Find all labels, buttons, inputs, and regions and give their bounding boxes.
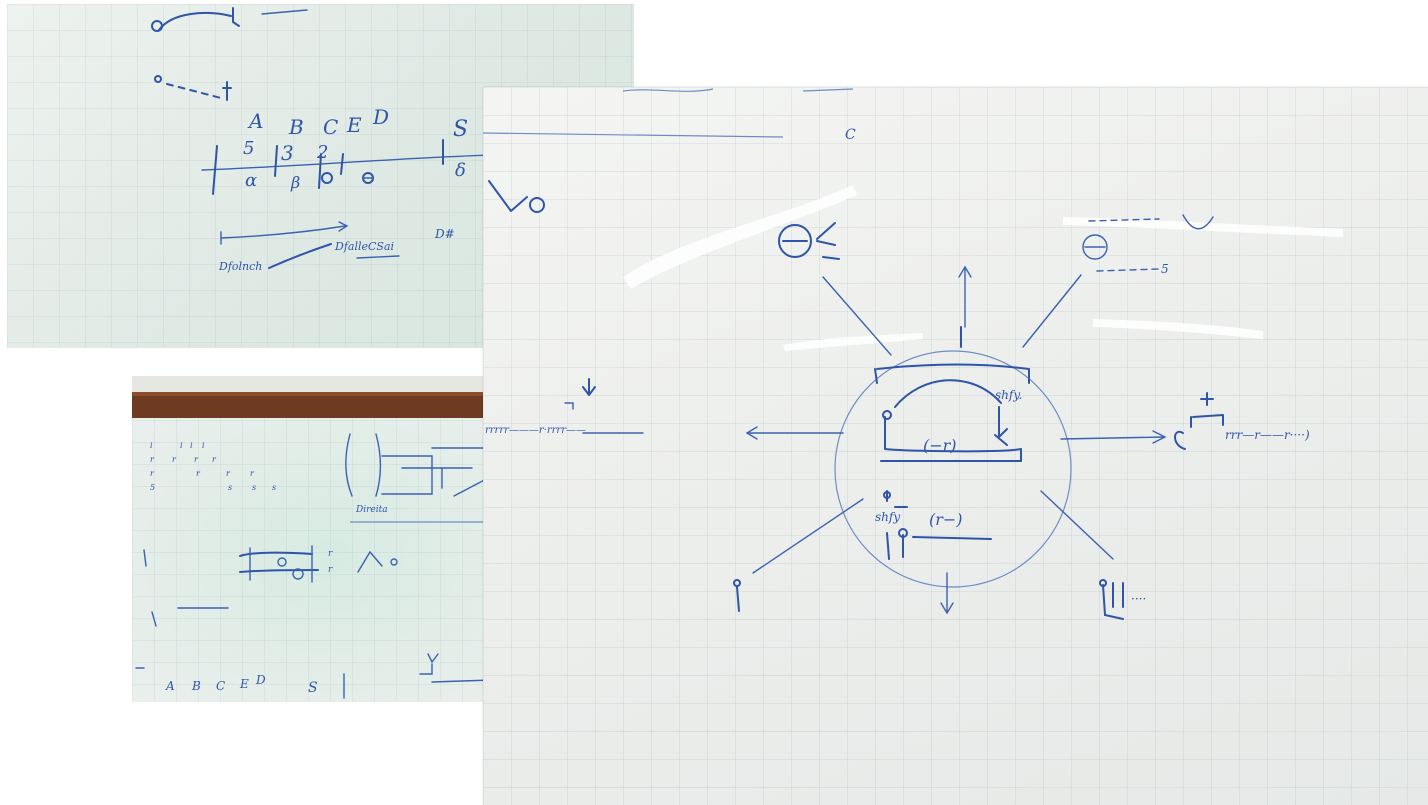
svg-text:s: s: [228, 483, 232, 492]
note-d-sharp: D#: [434, 227, 455, 241]
paren-top-label: (−r): [923, 436, 957, 455]
glare-streak: [1093, 319, 1263, 339]
glare-streak: [623, 185, 857, 289]
svg-text:5: 5: [150, 483, 155, 492]
label-c: C: [845, 127, 856, 143]
digit-2: 2: [316, 142, 328, 163]
bottom-letter-b: B: [191, 679, 201, 693]
svg-text:r: r: [226, 469, 231, 478]
central-circle: [834, 350, 1072, 588]
svg-text:r: r: [250, 469, 255, 478]
greek-beta: β: [290, 173, 300, 192]
whiteboard-drawing-main: C (−r) shfy. shfy (r−): [483, 88, 1343, 620]
svg-text:r: r: [328, 565, 333, 575]
letter-s: S: [453, 117, 468, 142]
shift-top-label: shfy.: [995, 388, 1022, 402]
svg-text:r: r: [328, 549, 333, 559]
letter-a: A: [247, 109, 263, 133]
svg-text:s: s: [272, 483, 276, 492]
whiteboard-photo-main: C (−r) shfy. shfy (r−): [483, 87, 1428, 805]
greek-delta: δ: [455, 160, 466, 181]
shift-bottom-label: shfy: [875, 510, 900, 524]
left-sequence: rrrrr———r·rrrr——: [485, 425, 586, 436]
svg-text:i: i: [202, 441, 205, 450]
letter-c: C: [323, 115, 338, 139]
bottom-letter-d: D: [255, 673, 266, 687]
svg-text:r: r: [212, 455, 217, 464]
digit-3: 3: [281, 141, 294, 165]
dots-label: ····: [1131, 592, 1146, 606]
letter-b: B: [288, 115, 304, 139]
svg-text:r: r: [194, 455, 199, 464]
bottom-letter-c: C: [216, 679, 225, 693]
right-sequence: rrr—r——r····): [1225, 428, 1310, 442]
paren-bottom-label: (r−): [929, 510, 963, 529]
svg-text:r: r: [150, 455, 155, 464]
note-dfolnch: Dfolnch: [218, 260, 262, 273]
svg-text:i: i: [150, 441, 153, 450]
svg-text:i: i: [190, 441, 193, 450]
note-dallecsai: DfalleCSai: [334, 240, 394, 253]
svg-text:r: r: [150, 469, 155, 478]
greek-alpha: α: [245, 170, 257, 191]
whiteboard-drawing-top-left: A B C E D S 5 3 2 α β δ Dfolnch DfalleCS…: [151, 7, 528, 273]
svg-text:i: i: [180, 441, 183, 450]
svg-text:s: s: [252, 483, 256, 492]
bottom-letter-e: E: [239, 677, 249, 691]
svg-text:5: 5: [1161, 262, 1169, 276]
digit-5: 5: [243, 138, 254, 159]
glare-streak: [783, 333, 923, 351]
label-direita: Direita: [355, 505, 388, 515]
letter-d: D: [372, 105, 389, 129]
svg-text:r: r: [172, 455, 177, 464]
bottom-letter-s: S: [308, 680, 318, 696]
letter-e: E: [346, 113, 362, 137]
svg-text:r: r: [196, 469, 201, 478]
bottom-letter-a: A: [165, 679, 175, 693]
